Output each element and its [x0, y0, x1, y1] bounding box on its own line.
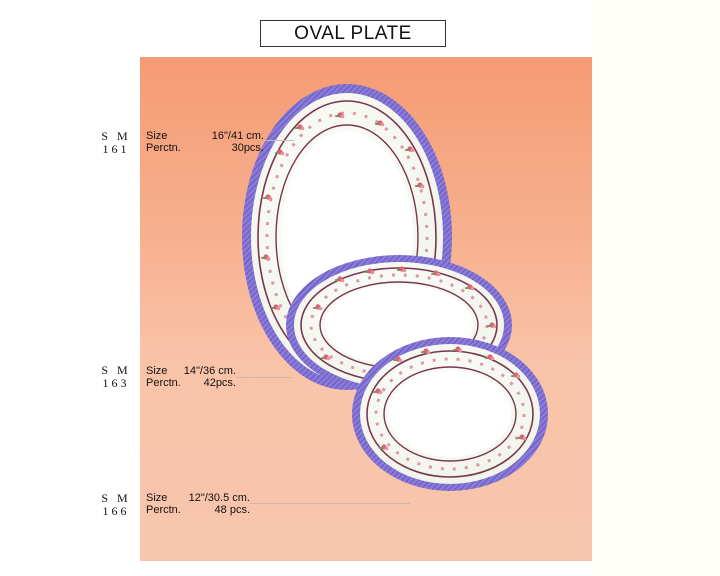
size-value: 16"/41 cm.: [211, 130, 264, 142]
pack-label: Perctn.: [146, 504, 181, 516]
model-code: 166: [102, 504, 130, 518]
plates-illustration: [242, 84, 548, 491]
size-label: Size: [146, 365, 168, 377]
size-value: 12"/30.5 cm.: [188, 492, 250, 504]
pack-label: Perctn.: [146, 377, 181, 389]
model-code: 163: [102, 376, 130, 390]
pack-value: 30pcs.: [231, 142, 264, 154]
model-prefix: S M: [101, 129, 131, 143]
size-value: 14"/36 cm.: [183, 365, 236, 377]
pack-value: 42pcs.: [203, 377, 236, 389]
leader-line: [250, 503, 410, 504]
product-photo: [140, 57, 592, 561]
leader-line: [236, 377, 292, 378]
model-prefix: S M: [101, 363, 131, 377]
model-prefix: S M: [101, 491, 131, 505]
spec-block-161: Size 16"/41 cm. Perctn. 30pcs.: [146, 130, 264, 154]
model-number-161: S M 161: [96, 130, 136, 156]
page-margin: [592, 0, 720, 576]
spec-block-163: Size 14"/36 cm. Perctn. 42pcs.: [146, 365, 236, 389]
page-title: OVAL PLATE: [260, 20, 446, 47]
size-label: Size: [146, 492, 168, 504]
pack-label: Perctn.: [146, 142, 181, 154]
size-label: Size: [146, 130, 168, 142]
plate-small: [352, 337, 548, 491]
model-code: 161: [102, 142, 130, 156]
model-number-166: S M 166: [96, 492, 136, 518]
pack-value: 48 pcs.: [214, 504, 250, 516]
leader-line: [264, 140, 294, 141]
spec-block-166: Size 12"/30.5 cm. Perctn. 48 pcs.: [146, 492, 250, 516]
model-number-163: S M 163: [96, 364, 136, 390]
